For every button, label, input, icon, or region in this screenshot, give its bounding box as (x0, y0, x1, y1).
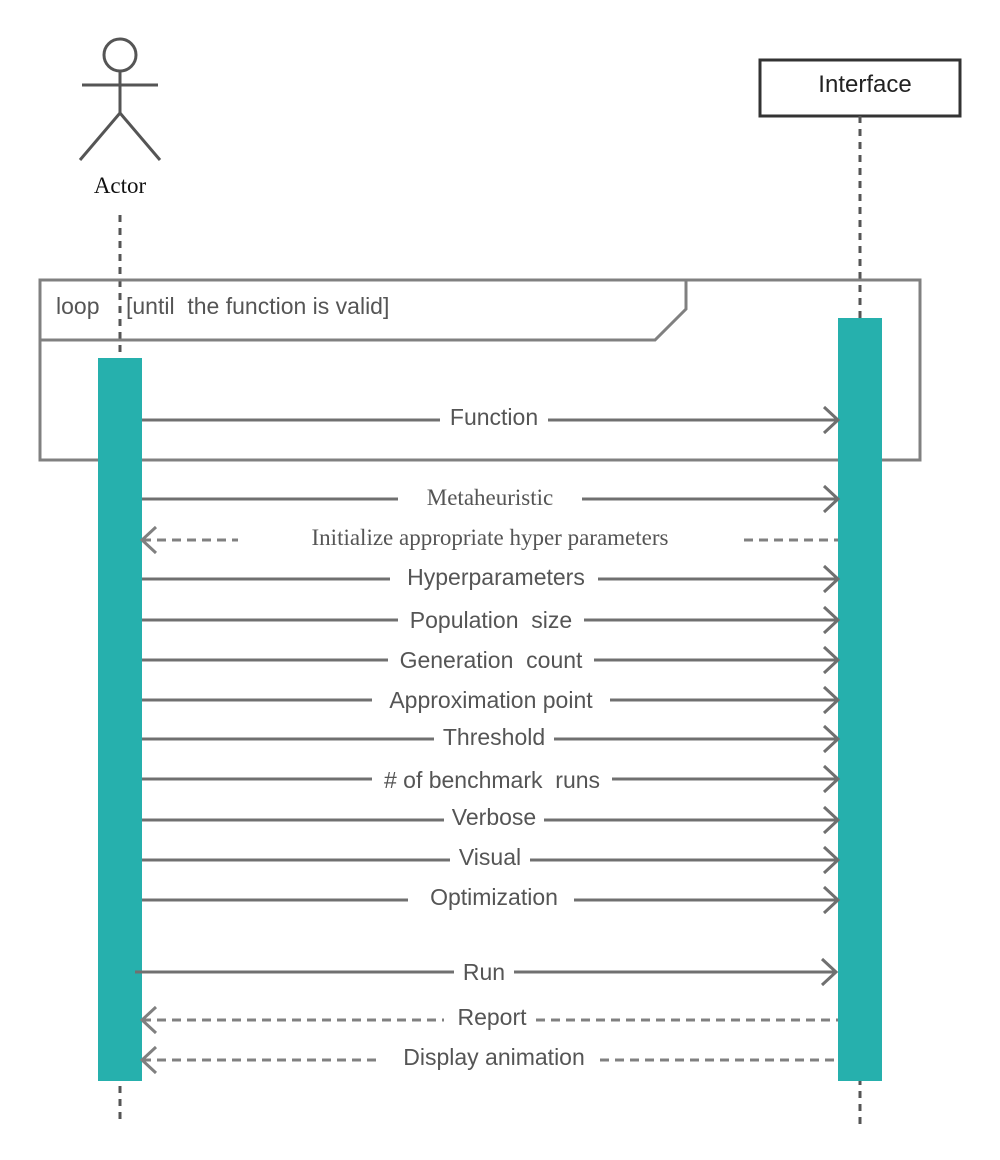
interface-activation-bar (838, 318, 882, 1081)
actor-label: Actor (94, 173, 147, 198)
message-label: Run (463, 959, 505, 985)
message-label: Display animation (403, 1044, 585, 1070)
message-optimization: Optimization (142, 884, 841, 915)
actor-figure-icon (78, 37, 162, 161)
message-report: Report (139, 1004, 838, 1035)
message-metaheuristic: Metaheuristic (142, 484, 841, 514)
loop-guard: [until the function is valid] (126, 293, 389, 319)
arrowhead-icon (822, 885, 841, 915)
interface-label: Interface (818, 71, 911, 98)
arrowhead-icon (822, 724, 841, 754)
message-initialize-hyper-parameters: Initialize appropriate hyper parameters (139, 525, 838, 555)
message-display-animation: Display animation (139, 1044, 838, 1075)
message-benchmark-runs: # of benchmark runs (142, 764, 841, 794)
loop-keyword: loop (56, 293, 99, 319)
interface-participant-box (758, 58, 962, 118)
message-label: Approximation point (389, 687, 593, 713)
actor-activation-bar (98, 358, 142, 1081)
loop-frame (38, 278, 922, 462)
arrowhead-icon (822, 845, 841, 875)
message-label: Threshold (443, 724, 545, 750)
message-label: Verbose (452, 804, 536, 830)
message-label: Metaheuristic (427, 485, 553, 510)
arrowhead-icon (822, 764, 841, 794)
message-label: Optimization (430, 884, 558, 910)
message-label: Initialize appropriate hyper parameters (312, 525, 669, 550)
arrowhead-icon (822, 805, 841, 835)
message-label: # of benchmark runs (384, 767, 600, 793)
arrowhead-icon (822, 405, 841, 435)
message-hyperparameters: Hyperparameters (142, 564, 841, 594)
message-label: Visual (459, 844, 521, 870)
message-generation-count: Generation count (142, 645, 841, 675)
message-run: Run (135, 957, 839, 987)
message-label: Population size (410, 607, 572, 633)
message-label: Generation count (400, 647, 583, 673)
arrowhead-icon (822, 564, 841, 594)
arrowhead-icon (820, 957, 839, 987)
arrowhead-icon (139, 525, 158, 555)
arrowhead-icon (822, 484, 841, 514)
arrowhead-icon (822, 605, 841, 635)
message-threshold: Threshold (142, 724, 841, 754)
messages-group: Function Metaheuristic Initialize approp… (135, 404, 841, 1075)
message-visual: Visual (142, 844, 841, 875)
message-function: Function (142, 404, 841, 435)
message-approximation-point: Approximation point (142, 685, 841, 715)
message-label: Function (450, 404, 538, 430)
arrowhead-icon (139, 1045, 158, 1075)
arrowhead-icon (822, 645, 841, 675)
arrowhead-icon (822, 685, 841, 715)
message-population-size: Population size (142, 605, 841, 635)
message-label: Hyperparameters (407, 564, 585, 590)
message-label: Report (457, 1004, 527, 1030)
arrowhead-icon (139, 1005, 158, 1035)
message-verbose: Verbose (142, 804, 841, 835)
